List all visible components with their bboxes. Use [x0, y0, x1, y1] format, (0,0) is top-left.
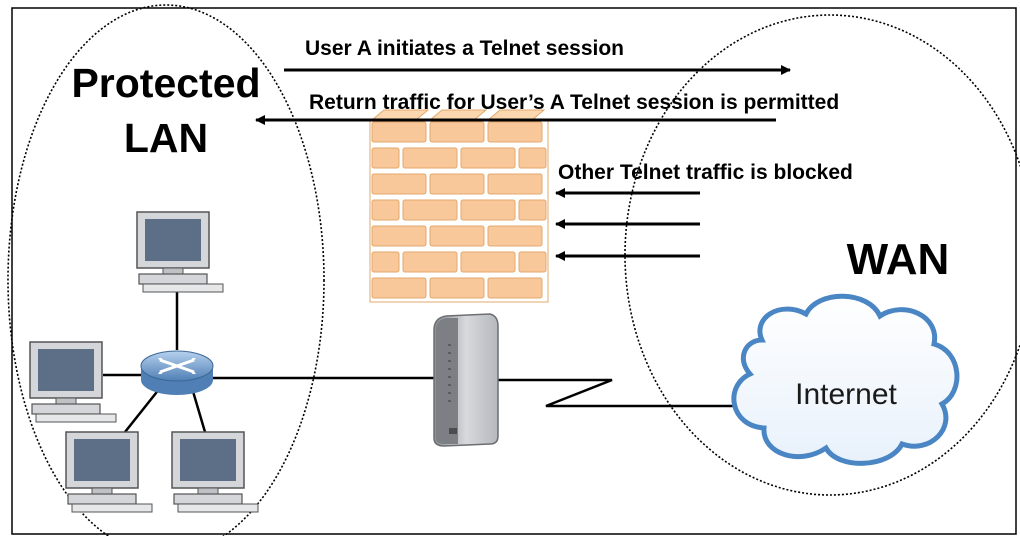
internet-label: Internet: [795, 378, 897, 411]
wall-brick: [487, 225, 543, 247]
blocked-traffic-label: Other Telnet traffic is blocked: [558, 161, 853, 184]
wall-brick: [371, 121, 427, 143]
vertical-router-device-icon: [433, 313, 499, 447]
wall-brick: [402, 147, 458, 169]
wall-brick: [371, 147, 400, 169]
wall-brick: [371, 225, 427, 247]
wall-brick: [371, 251, 400, 273]
desktop-computer-icon: [29, 341, 117, 423]
protected-lan-zone: [7, 4, 325, 536]
wall-brick: [429, 277, 485, 299]
wall-brick: [429, 173, 485, 195]
outgoing-telnet-label: User A initiates a Telnet session: [305, 37, 624, 60]
desktop-computer-icon: [136, 211, 224, 293]
wall-brick: [487, 121, 543, 143]
internet-cloud-icon: Internet: [731, 293, 960, 466]
wall-brick: [402, 199, 458, 221]
desktop-computer-icon: [65, 431, 153, 513]
wall-brick: [487, 277, 543, 299]
wan-link-cable: [494, 378, 736, 408]
wan-zone: [624, 14, 1020, 496]
wall-brick: [487, 173, 543, 195]
wall-brick: [371, 173, 427, 195]
wall-brick: [429, 225, 485, 247]
wall-brick: [371, 199, 400, 221]
wall-brick: [518, 251, 547, 273]
wall-brick: [460, 199, 516, 221]
wall-brick: [460, 251, 516, 273]
protected-lan-title-line2: LAN: [124, 115, 208, 161]
diagram-border: [11, 7, 1017, 535]
wall-brick: [402, 251, 458, 273]
wall-brick: [371, 277, 427, 299]
protected-lan-title-line1: Protected: [71, 60, 260, 106]
desktop-computer-icon: [171, 431, 259, 513]
return-traffic-label: Return traffic for User’s A Telnet sessi…: [309, 91, 839, 114]
wall-brick: [429, 121, 485, 143]
network-switch-icon: [140, 350, 214, 395]
wall-brick: [518, 199, 547, 221]
lan-cables: [103, 292, 436, 433]
brick-wall-icon: [369, 109, 549, 303]
wall-brick: [518, 147, 547, 169]
wan-title: WAN: [847, 235, 950, 284]
wall-brick: [460, 147, 516, 169]
